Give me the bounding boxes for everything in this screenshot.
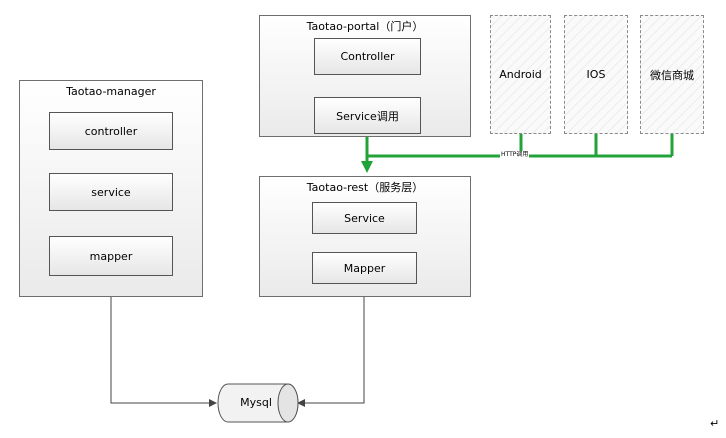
client-ios: IOS xyxy=(564,15,628,134)
mysql-cylinder xyxy=(217,383,299,423)
client-wechat: 微信商城 xyxy=(640,15,704,134)
rest-mapper-box: Mapper xyxy=(312,252,417,284)
manager-mapper-box: mapper xyxy=(49,236,173,276)
taotao-manager-title: Taotao-manager xyxy=(66,85,156,98)
manager-service-box: service xyxy=(49,173,173,211)
portal-service-box: Service调用 xyxy=(314,97,421,134)
manager-controller-box: controller xyxy=(49,112,173,150)
arrow-manager-mysql xyxy=(110,297,217,407)
taotao-portal-title: Taotao-portal（门户） xyxy=(306,20,424,33)
arrow-rest-mysql xyxy=(297,297,365,407)
mysql-label: Mysql xyxy=(240,396,272,409)
http-call-label: HTTP调用 xyxy=(500,151,530,159)
rest-service-box: Service xyxy=(312,202,417,234)
paragraph-mark-icon: ↵ xyxy=(710,417,720,430)
portal-controller-box: Controller xyxy=(314,38,421,75)
client-android: Android xyxy=(490,15,551,134)
taotao-rest-title: Taotao-rest（服务层） xyxy=(306,181,424,194)
